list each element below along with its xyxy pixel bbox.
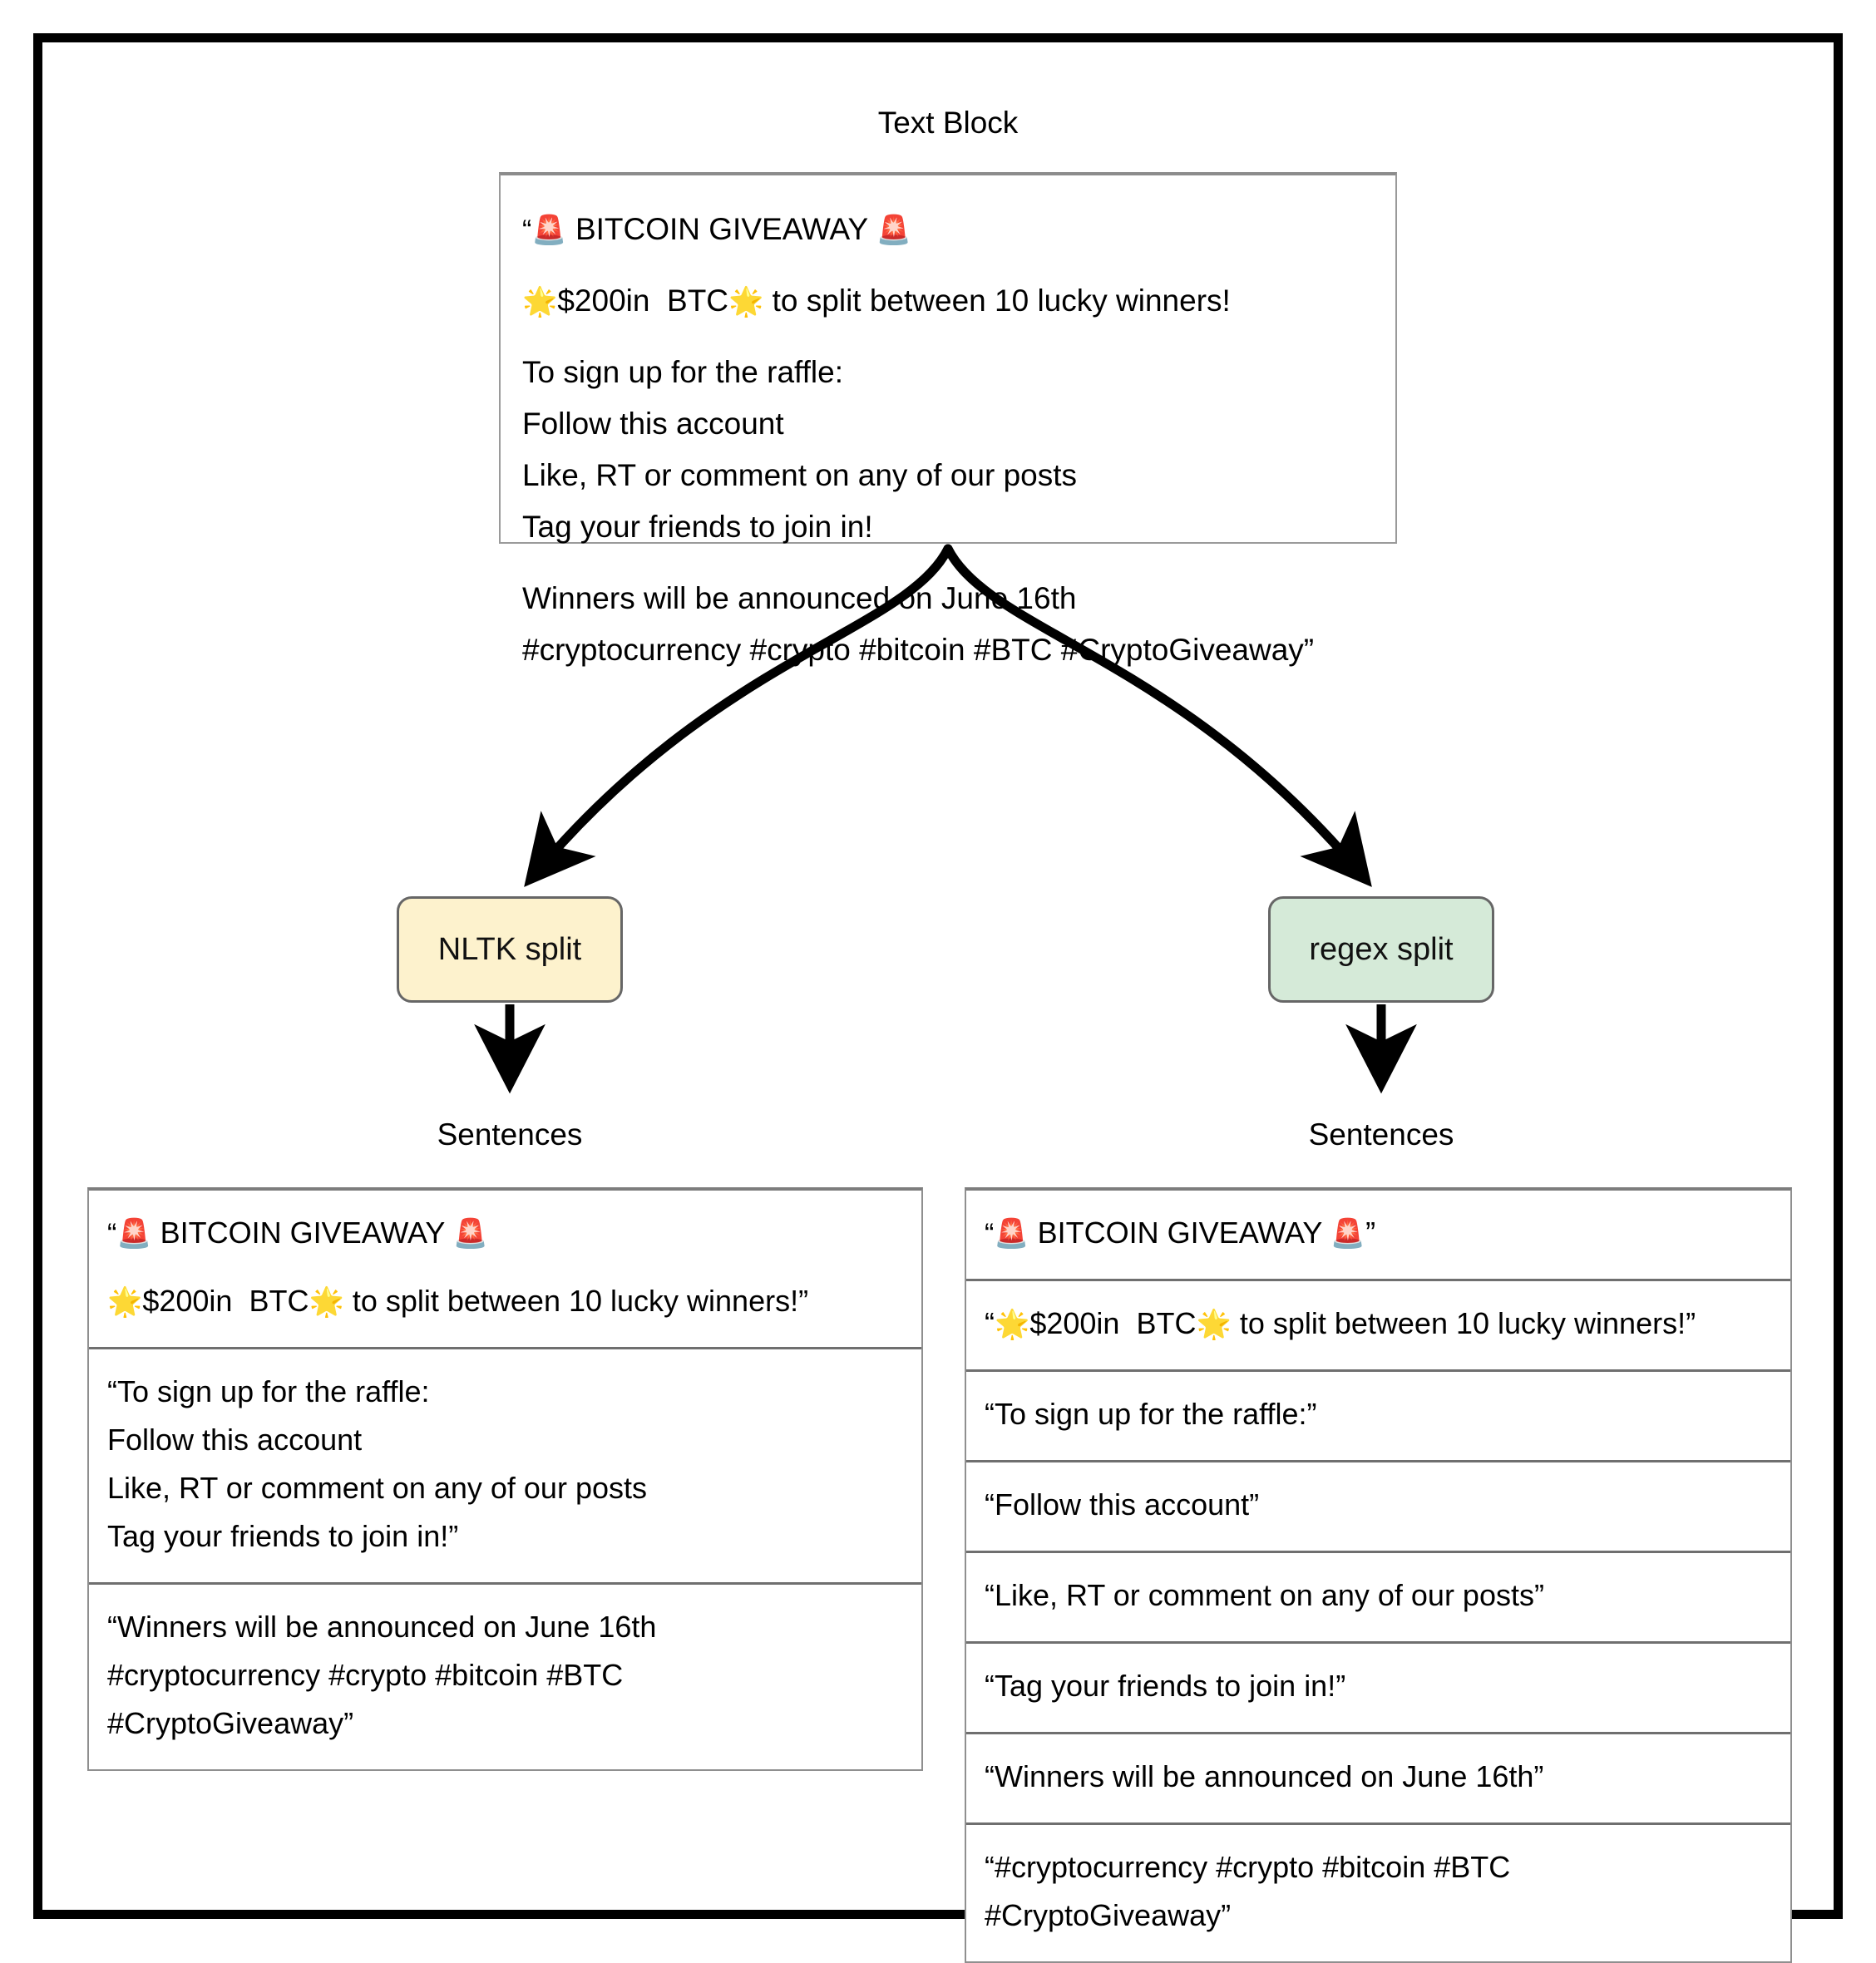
row-line: “To sign up for the raffle:”: [985, 1397, 1317, 1431]
table-row: “Follow this account”: [966, 1462, 1790, 1553]
text-block-line: #cryptocurrency #crypto #bitcoin #BTC #C…: [522, 633, 1315, 667]
row-line: “Like, RT or comment on any of our posts…: [985, 1578, 1544, 1612]
row-line: “#cryptocurrency #crypto #bitcoin #BTC: [985, 1850, 1511, 1884]
row-line-text: ”: [1365, 1216, 1376, 1250]
row-line: #CryptoGiveaway”: [107, 1706, 354, 1740]
row-line: “🚨 BITCOIN GIVEAWAY 🚨: [107, 1209, 903, 1257]
spacer: [522, 327, 1374, 347]
nltk-split-node[interactable]: NLTK split: [397, 896, 623, 1003]
row-line: “Winners will be announced on June 16th: [107, 1610, 657, 1644]
text-block-line: Tag your friends to join in!: [522, 510, 873, 544]
text-block-line-text: to split between 10 lucky winners!: [772, 284, 1231, 318]
row-line: “Follow this account”: [985, 1487, 1260, 1522]
text-block-line: Winners will be announced on June 16th: [522, 581, 1077, 615]
regex-split-label: regex split: [1309, 931, 1454, 967]
star-icon: 🌟: [1196, 1309, 1232, 1340]
text-block-box: “🚨 BITCOIN GIVEAWAY 🚨 🌟$200in BTC🌟 to sp…: [499, 172, 1397, 667]
row-line: “Winners will be announced on June 16th”: [985, 1759, 1544, 1793]
table-row: “To sign up for the raffle:”: [966, 1372, 1790, 1462]
siren-icon: “🚨: [985, 1218, 1029, 1250]
row-line: Follow this account: [107, 1423, 363, 1457]
table-row: “Tag your friends to join in!”: [966, 1644, 1790, 1734]
table-row: “🚨 BITCOIN GIVEAWAY 🚨”: [966, 1191, 1790, 1281]
spacer: [522, 553, 1374, 573]
star-icon: 🌟: [522, 286, 558, 318]
row-line: “🚨 BITCOIN GIVEAWAY 🚨”: [985, 1209, 1772, 1257]
table-row: “#cryptocurrency #crypto #bitcoin #BTC #…: [966, 1825, 1790, 1961]
regex-sentences-caption: Sentences: [1308, 1117, 1454, 1152]
text-block-line: 🌟$200in BTC🌟 to split between 10 lucky w…: [522, 275, 1374, 327]
text-block-caption: Text Block: [877, 106, 1019, 140]
table-row: “🌟$200in BTC🌟 to split between 10 lucky …: [966, 1281, 1790, 1372]
text-block-content: “🚨 BITCOIN GIVEAWAY 🚨 🌟$200in BTC🌟 to sp…: [501, 175, 1395, 676]
row-line: “To sign up for the raffle:: [107, 1374, 430, 1408]
star-icon: 🌟: [309, 1286, 344, 1318]
siren-icon: 🚨: [876, 215, 912, 246]
row-line: Like, RT or comment on any of our posts: [107, 1471, 647, 1505]
star-icon: 🌟: [107, 1286, 143, 1318]
regex-sentences-table: “🚨 BITCOIN GIVEAWAY 🚨” “🌟$200in BTC🌟 to …: [965, 1187, 1792, 1963]
row-line-text: to split between 10 lucky winners!”: [352, 1284, 809, 1318]
nltk-split-label: NLTK split: [437, 931, 582, 967]
regex-split-node[interactable]: regex split: [1268, 896, 1494, 1003]
star-icon: 🌟: [995, 1309, 1030, 1340]
text-block-line: To sign up for the raffle:: [522, 355, 843, 389]
nltk-sentences-table: “🚨 BITCOIN GIVEAWAY 🚨 🌟$200in BTC🌟 to sp…: [87, 1187, 923, 1771]
text-block-line-text: BITCOIN GIVEAWAY: [575, 212, 868, 246]
row-line: “🌟$200in BTC🌟 to split between 10 lucky …: [985, 1300, 1772, 1348]
table-row: “To sign up for the raffle: Follow this …: [89, 1349, 921, 1585]
nltk-sentences-caption: Sentences: [437, 1117, 583, 1152]
row-line-text: to split between 10 lucky winners!”: [1239, 1306, 1696, 1340]
spacer: [522, 255, 1374, 275]
row-line: “Tag your friends to join in!”: [985, 1669, 1346, 1703]
row-line-text: BITCOIN GIVEAWAY: [160, 1216, 445, 1250]
text-block-line: Like, RT or comment on any of our posts: [522, 458, 1078, 492]
row-line-text: $200in BTC: [142, 1284, 309, 1318]
star-icon: 🌟: [728, 286, 764, 318]
table-row: “Like, RT or comment on any of our posts…: [966, 1553, 1790, 1644]
table-row: “🚨 BITCOIN GIVEAWAY 🚨 🌟$200in BTC🌟 to sp…: [89, 1191, 921, 1349]
row-line-text: BITCOIN GIVEAWAY: [1037, 1216, 1322, 1250]
siren-icon: 🚨: [452, 1218, 489, 1250]
text-block-line: “🚨 BITCOIN GIVEAWAY 🚨: [522, 204, 1374, 255]
row-line: 🌟$200in BTC🌟 to split between 10 lucky w…: [107, 1277, 903, 1325]
spacer: [107, 1257, 903, 1277]
table-row: “Winners will be announced on June 16th”: [966, 1734, 1790, 1825]
table-row: “Winners will be announced on June 16th …: [89, 1585, 921, 1769]
siren-icon: 🚨: [1330, 1218, 1366, 1250]
siren-icon: “🚨: [107, 1218, 152, 1250]
row-line: Tag your friends to join in!”: [107, 1519, 459, 1553]
siren-icon: “🚨: [522, 215, 567, 246]
row-line: #CryptoGiveaway”: [985, 1898, 1232, 1932]
row-line: #cryptocurrency #crypto #bitcoin #BTC: [107, 1658, 624, 1692]
row-line-text: $200in BTC: [1029, 1306, 1197, 1340]
text-block-line-text: $200in BTC: [557, 284, 729, 318]
text-block-line: Follow this account: [522, 407, 784, 441]
row-line-text: “: [985, 1306, 995, 1340]
